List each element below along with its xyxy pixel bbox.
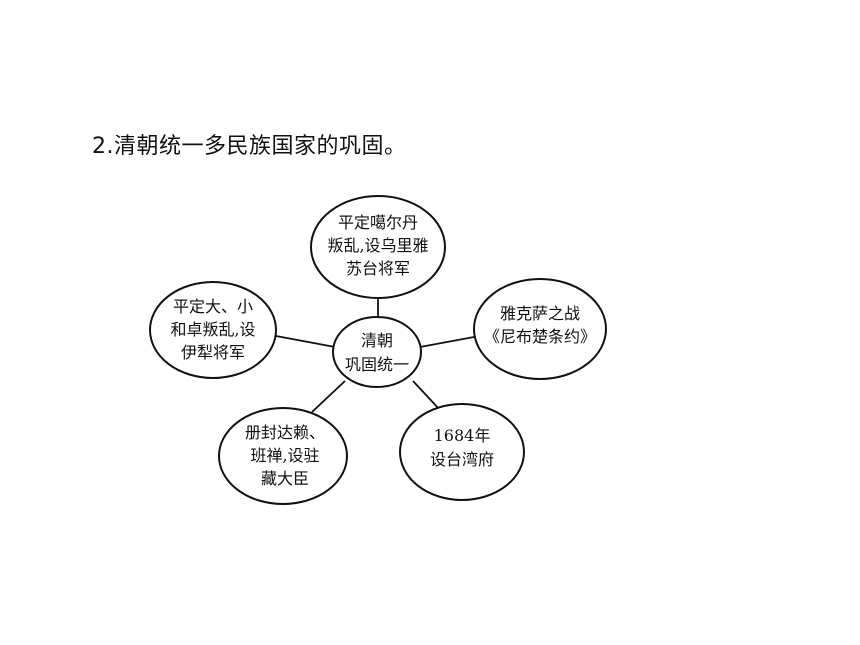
node-left-line-2: 和卓叛乱,设 [170,320,255,339]
node-bottom-right-line-2: 设台湾府 [430,450,494,469]
node-top-line-3: 苏台将军 [346,259,410,278]
node-bottom-left-line-3: 藏大臣 [261,469,309,488]
connector-left [275,335,336,348]
node-bottom-right: 1684年 设台湾府 [399,403,525,501]
node-bottom-right-line-1: 1684年 [434,426,491,445]
node-left: 平定大、小 和卓叛乱,设 伊犁将军 [149,281,277,379]
node-left-line-1: 平定大、小 [173,297,253,316]
node-right: 雅克萨之战 《尼布楚条约》 [473,278,607,380]
connector-bottom-right [412,380,441,411]
node-center: 清朝 巩固统一 [332,316,422,388]
connector-bottom-left [311,380,346,413]
node-center-line-2: 巩固统一 [345,355,409,374]
node-top: 平定噶尔丹 叛乱,设乌里雅 苏台将军 [310,195,446,299]
section-heading: 2.清朝统一多民族国家的巩固。 [92,134,407,159]
node-top-line-1: 平定噶尔丹 [338,213,418,232]
node-center-line-1: 清朝 [361,331,393,350]
node-bottom-left: 册封达赖、 班禅,设驻 藏大臣 [218,407,348,505]
node-right-line-2: 《尼布楚条约》 [484,327,596,346]
node-top-line-2: 叛乱,设乌里雅 [327,236,428,255]
node-bottom-left-line-1: 册封达赖、 [245,423,325,442]
connector-right [419,336,475,348]
node-bottom-left-line-2: 班禅,设驻 [250,446,319,465]
node-left-line-3: 伊犁将军 [181,343,245,362]
node-right-line-1: 雅克萨之战 [500,304,580,323]
connector-lines [275,298,475,413]
